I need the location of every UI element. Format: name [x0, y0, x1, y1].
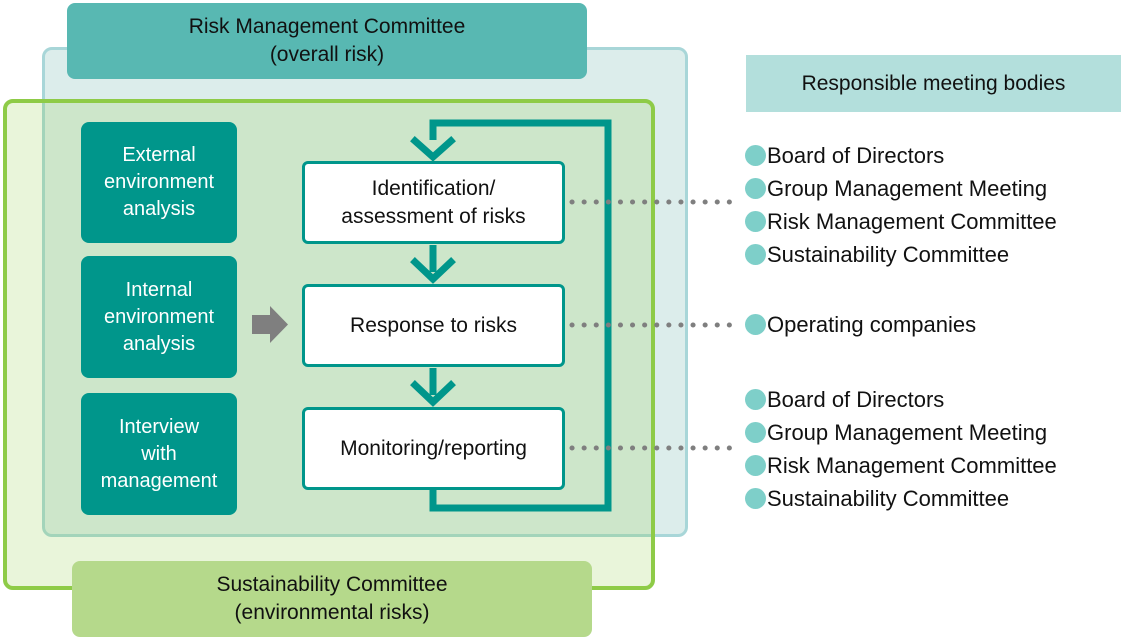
responsible-bodies-step3-list: Board of Directors Group Management Meet… [745, 383, 1057, 515]
body-label: Board of Directors [767, 386, 945, 412]
bullet-dot-icon [745, 455, 766, 476]
input-box-external-environment-analysis: External environment analysis [81, 122, 237, 243]
body-label: Risk Management Committee [767, 452, 1057, 478]
list-item: Risk Management Committee [745, 449, 1057, 482]
list-item: Sustainability Committee [745, 238, 1057, 271]
body-label: Sustainability Committee [767, 485, 1010, 511]
bullet-dot-icon [745, 178, 766, 199]
body-label: Group Management Meeting [767, 175, 1048, 201]
body-label: Operating companies [767, 311, 977, 337]
bullet-dot-icon [745, 488, 766, 509]
sustainability-committee-header: Sustainability Committee (environmental … [72, 561, 592, 637]
list-item: Board of Directors [745, 383, 1057, 416]
list-item: Operating companies [745, 308, 976, 341]
input-box-interview-with-management: Interview with management [81, 393, 237, 515]
bullet-dot-icon [745, 389, 766, 410]
body-label: Board of Directors [767, 142, 945, 168]
bullet-dot-icon [745, 145, 766, 166]
list-item: Board of Directors [745, 139, 1057, 172]
input-box-internal-environment-analysis: Internal environment analysis [81, 256, 237, 378]
bullet-dot-icon [745, 211, 766, 232]
process-box-response-to-risks: Response to risks [302, 284, 565, 367]
list-item: Group Management Meeting [745, 416, 1057, 449]
bullet-dot-icon [745, 244, 766, 265]
list-item: Sustainability Committee [745, 482, 1057, 515]
body-label: Group Management Meeting [767, 419, 1048, 445]
process-box-monitoring-reporting: Monitoring/reporting [302, 407, 565, 490]
responsible-meeting-bodies-header: Responsible meeting bodies [746, 55, 1121, 112]
bullet-dot-icon [745, 314, 766, 335]
responsible-bodies-step1-list: Board of Directors Group Management Meet… [745, 139, 1057, 271]
bullet-dot-icon [745, 422, 766, 443]
risk-management-committee-header: Risk Management Committee (overall risk) [67, 3, 587, 79]
body-label: Sustainability Committee [767, 241, 1010, 267]
list-item: Group Management Meeting [745, 172, 1057, 205]
list-item: Risk Management Committee [745, 205, 1057, 238]
process-box-identification-assessment: Identification/ assessment of risks [302, 161, 565, 244]
responsible-bodies-step2-list: Operating companies [745, 308, 976, 341]
body-label: Risk Management Committee [767, 208, 1057, 234]
